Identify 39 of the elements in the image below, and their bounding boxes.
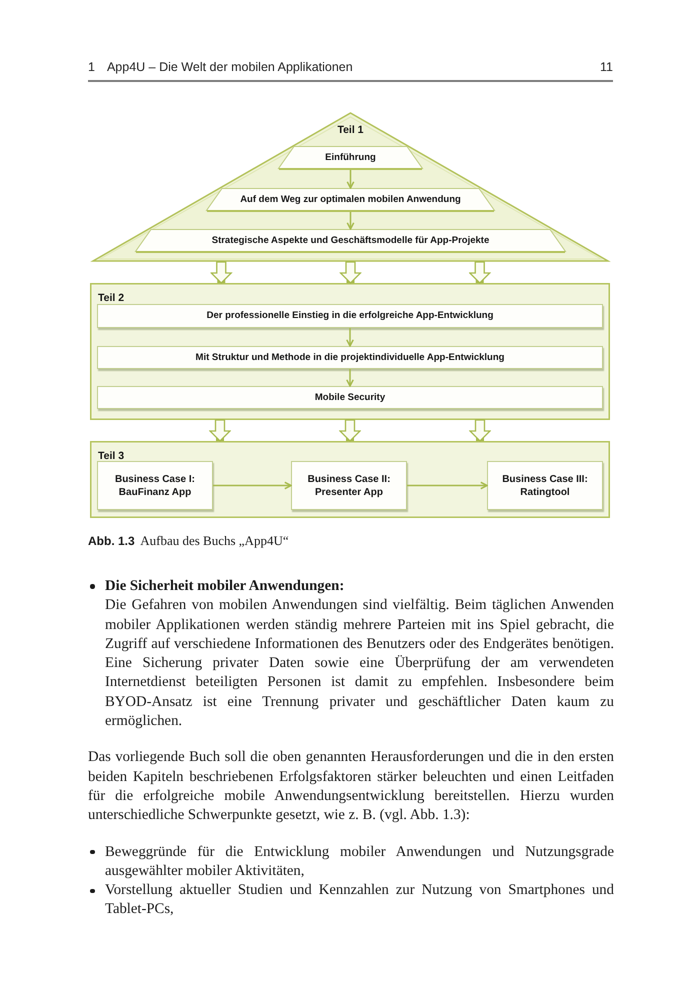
body-paragraph: Das vorliegende Buch soll die oben genannten Herausforderungen und die in den ersten beiden Kapiteln beschriebenen Erfolgsfaktoren stärker beleuchten und einen Leitfaden für die erfolgreiche mobile Anwendungsentwicklung bereitstellen. Hierzu wurden unterschiedliche Schwerpunkte gesetzt, wie z. B. (vgl. Abb. 1.3): [88,748,614,826]
chapter-bar [97,304,603,328]
case-title: Business Case I: BauFinanz App [114,472,196,498]
chapter-title: Mobile Security [314,392,386,404]
chapter-title: Strategische Aspekte und Geschäftsmodelle für App-Projekte [212,235,490,247]
section-heading: Teil 1 [337,124,364,136]
bullet-text: Die Gefahren von mobilen Anwendungen sind vielfältig. Beim täglichen Anwenden mobiler Applikationen werden ständig mehrere Parteien mit ins Spiel gebracht, die Zugriff auf verschiedene Informationen des Benutzers oder des Endgerätes benötigen. Eine Sicherung privater Daten sowie eine Überprüfung der am verwendeten Internetdienst beteiligten Personen ist damit zu empfehlen. Insbesondere beim BYOD-Ansatz ist eine Trennung privater und geschäftlicher Daten kaum zu ermöglichen. [105,596,614,732]
case-card [291,461,407,510]
case-card [97,461,213,510]
chapter-title: Mit Struktur und Methode in die projektindividuelle App-Entwicklung [196,352,504,364]
figure-caption: Abb. 1.3 Aufbau des Buchs „App4U“ [88,532,289,550]
arrow [346,170,354,189]
arrow [213,482,292,490]
case-title: Business Case II: Presenter App [306,472,392,498]
running-title: App4U – Die Welt der mobilen Applikationen [106,59,353,76]
chapter-bar [97,386,603,409]
bullet-text: Vorstellung aktueller Studien und Kennzahlen zur Nutzung von Smartphones und Tablet-PCs, [105,881,614,920]
bullet-text: Beweggründe für die Entwicklung mobiler Anwendungen und Nutzungsgrade ausgewählter mobiler Aktivitäten, [105,842,614,881]
arrow [346,328,354,347]
arrow [407,482,488,490]
page-number: 11 [600,59,613,76]
section-heading: Teil 3 [98,450,124,462]
chapter-title: Der professionelle Einstieg in die erfolgreiche App-Entwicklung [206,310,494,322]
section-panel [90,441,610,518]
trapezoid-step [135,229,566,253]
pyramid-section [92,112,609,262]
trapezoid-step [278,146,423,170]
case-title: Business Case III: Ratingtool [501,472,589,498]
chapter-title: Auf dem Weg zur optimalen mobilen Anwendung [240,194,461,206]
section-panel [90,283,610,420]
bullet-heading: Die Sicherheit mobiler Anwendungen: [105,577,346,596]
chapter-title: Einführung [325,152,376,164]
trapezoid-step [206,188,495,212]
chapter-number: 1 [88,59,95,76]
arrow [346,369,354,387]
case-card [487,461,603,510]
chapter-bar [97,346,603,369]
arrow [346,212,354,230]
section-heading: Teil 2 [98,292,124,304]
